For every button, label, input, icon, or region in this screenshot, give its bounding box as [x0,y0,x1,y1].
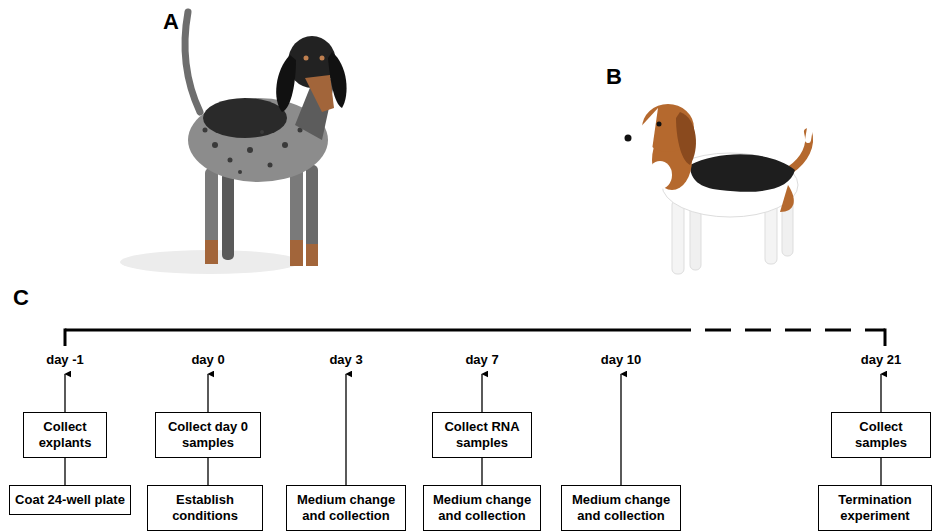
leg [672,200,684,274]
step-box: Medium change and collection [561,485,681,531]
panel-letter: B [606,65,622,89]
ear [276,55,296,112]
day-label: day 21 [861,353,901,367]
leg [205,168,218,263]
connector-line [64,458,65,485]
day-label: day 3 [329,353,362,367]
saddle [203,98,287,138]
step-box: Medium change and collection [423,485,541,531]
thigh [780,185,794,212]
sample-box: Collect samples [831,412,931,458]
box-text: Collect day 0 samples [160,419,256,450]
timeline-tick [884,329,887,347]
speckles [203,128,303,175]
box-text: Medium change and collection [428,492,536,523]
timeline-dashed [665,329,885,332]
day-label: day 7 [465,353,498,367]
beagle-photo [625,104,811,274]
muzzle [305,75,334,112]
tan-paw [306,244,318,266]
box-text: Termination experiment [823,492,927,523]
eye [657,122,662,127]
day-arrow [207,374,208,412]
panel-letter: C [13,286,29,310]
day-arrow [64,374,65,412]
day-arrow [345,374,346,485]
timeline-tick [64,329,67,347]
timeline-bar [65,329,665,332]
connector-line [481,458,482,485]
timeline [65,329,885,347]
box-text: Coat 24-well plate [15,492,125,508]
sample-box: Collect RNA samples [432,412,532,458]
box-text: Establish conditions [152,492,258,523]
sample-box: Collect day 0 samples [155,412,261,458]
ear [328,52,347,108]
day-arrow [620,374,621,485]
box-text: Collect samples [836,419,926,450]
step-box: Coat 24-well plate [9,485,131,515]
ear [676,112,696,165]
connector-line [207,458,208,485]
leg [306,165,318,265]
eye [320,56,325,61]
panel-letter: A [163,10,179,34]
step-box: Medium change and collection [286,485,406,531]
nose [625,135,632,142]
tan-paw [205,240,218,264]
tail-tip [808,128,810,140]
step-box: Establish conditions [147,485,263,531]
day-arrow [880,374,881,412]
connector-line [880,458,881,485]
step-box: Termination experiment [818,485,932,531]
box-text: Medium change and collection [566,492,676,523]
day-label: day 0 [191,353,224,367]
day-label: day -1 [46,353,84,367]
day-arrow [481,374,482,412]
box-text: Medium change and collection [291,492,401,523]
day-arrows [65,374,881,485]
coonhound-photo [120,12,347,274]
day-label: day 10 [601,353,641,367]
tan-paw [290,240,303,266]
box-text: Collect RNA samples [437,419,527,450]
eye [304,56,309,61]
saddle [690,154,795,191]
leg [222,172,234,260]
sample-box: Collect explants [23,412,107,458]
box-text: Collect explants [28,419,102,450]
chest [648,161,672,189]
tail [185,12,200,112]
